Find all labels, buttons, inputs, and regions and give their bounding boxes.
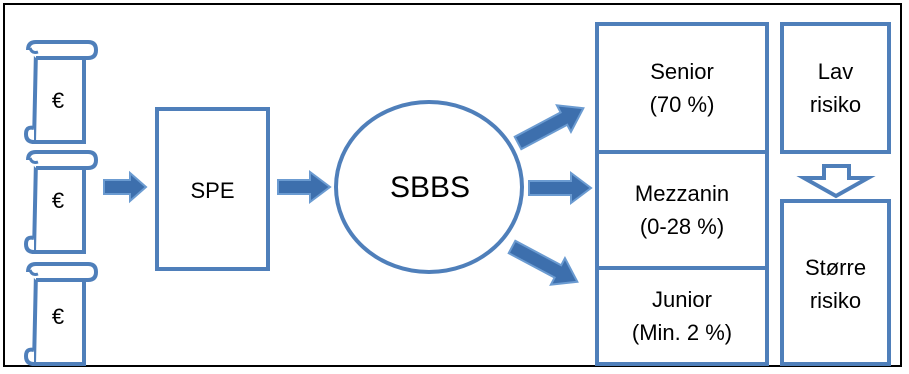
low-risk-line2: risiko [809,92,862,117]
senior-tranche-box [595,22,769,154]
senior-tranche-label: Senior (70 %) [597,40,767,136]
asset-label-3: € [51,303,65,329]
arrow-assets-to-spe [103,170,148,204]
sbbs-label: SBBS [389,170,471,204]
sbbs-ellipse [334,100,524,274]
tranche-name: Senior [650,59,714,84]
tranche-share: (70 %) [649,92,715,117]
mezzanin-tranche-box [595,150,769,270]
low-risk-line1: Lav [817,59,854,84]
tranche-name: Mezzanin [634,181,730,206]
high-risk-line1: Større [804,255,867,280]
low-risk-label: Lav risiko [782,40,889,136]
low-risk-box [780,22,891,154]
down-arrow-icon [796,164,876,199]
arrow-sbbs-to-senior [513,104,585,151]
tranche-name: Junior [652,287,712,312]
junior-tranche-label: Junior (Min. 2 %) [597,270,767,362]
spe-label: SPE [190,177,235,203]
tranche-share: (Min. 2 %) [631,320,733,345]
arrow-sbbs-to-mezzanin [528,171,593,205]
high-risk-line2: risiko [809,288,862,313]
mezzanin-tranche-label: Mezzanin (0-28 %) [597,162,767,258]
arrow-sbbs-to-junior [507,239,579,286]
high-risk-box [780,199,891,366]
asset-label-2: € [51,187,65,213]
high-risk-label: Større risiko [782,236,889,332]
spe-box [155,107,270,271]
arrow-spe-to-sbbs [277,170,332,204]
tranche-share: (0-28 %) [639,214,725,239]
junior-tranche-box [595,266,769,366]
asset-label-1: € [51,87,65,113]
